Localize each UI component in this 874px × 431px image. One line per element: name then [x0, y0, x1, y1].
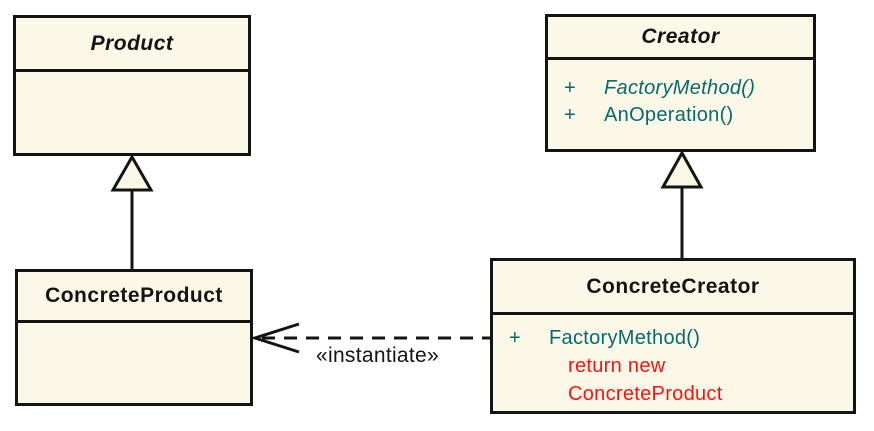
class-title-concrete-product: ConcreteProduct	[18, 272, 250, 323]
class-box-product: Product	[13, 15, 251, 156]
code-note-line: return new	[568, 355, 666, 377]
method-name: FactoryMethod()	[604, 77, 756, 99]
code-note-line: ConcreteProduct	[568, 383, 723, 405]
inheritance-triangle-icon	[660, 149, 704, 189]
class-body-concrete-creator: + FactoryMethod() return new ConcretePro…	[493, 315, 853, 411]
class-body-concrete-product	[18, 323, 250, 403]
method-visibility: +	[564, 77, 576, 99]
class-title-concrete-creator: ConcreteCreator	[493, 261, 853, 315]
inheritance-triangle-icon	[110, 153, 154, 192]
method-name: FactoryMethod()	[549, 327, 701, 349]
generalization-creator-connector	[660, 149, 704, 261]
class-title-product: Product	[16, 18, 248, 72]
class-body-product	[16, 72, 248, 153]
method-row-factorymethod: + FactoryMethod()	[548, 75, 813, 102]
class-box-concrete-creator: ConcreteCreator + FactoryMethod() return…	[490, 258, 856, 414]
class-title-creator: Creator	[548, 17, 813, 60]
class-box-concrete-product: ConcreteProduct	[15, 269, 253, 406]
method-visibility: +	[509, 327, 521, 349]
class-body-creator: + FactoryMethod() + AnOperation()	[548, 60, 813, 149]
instantiate-label: «instantiate»	[316, 344, 439, 367]
generalization-product-connector	[110, 153, 154, 272]
method-name: AnOperation()	[604, 104, 734, 126]
method-visibility: +	[564, 104, 576, 126]
method-row-factorymethod: + FactoryMethod()	[493, 325, 853, 352]
class-box-creator: Creator + FactoryMethod() + AnOperation(…	[545, 14, 816, 152]
method-row-anoperation: + AnOperation()	[548, 102, 813, 129]
